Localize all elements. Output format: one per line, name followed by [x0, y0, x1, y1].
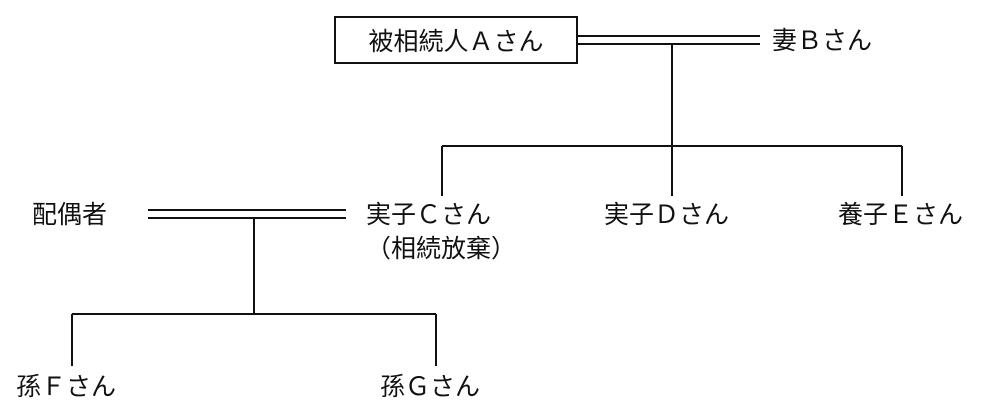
grandchild-f-label: 孫Ｆさん [16, 372, 117, 401]
deceased-box: 被相続人Ａさん [334, 16, 578, 64]
child-e-label: 養子Ｅさん [838, 200, 964, 229]
renunciation-note: （相続放棄） [366, 234, 517, 263]
child-c-label: 実子Ｃさん [366, 200, 492, 229]
spouse-label: 妻Ｂさん [772, 26, 873, 55]
child-d-label: 実子Ｄさん [604, 200, 730, 229]
deceased-label: 被相続人Ａさん [368, 27, 544, 56]
child-c-spouse-label: 配偶者 [32, 200, 108, 229]
grandchild-g-label: 孫Ｇさん [380, 372, 481, 401]
